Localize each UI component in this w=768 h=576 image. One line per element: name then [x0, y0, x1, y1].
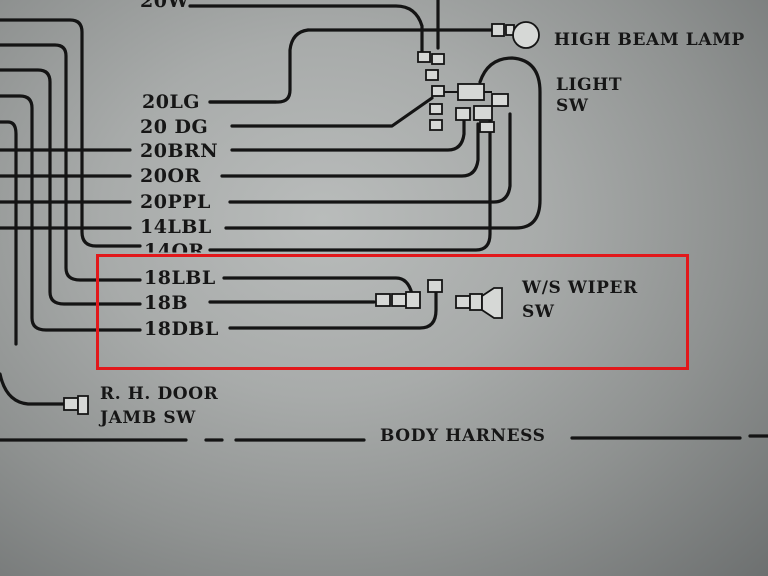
wire-label-18dbl: 18DBL	[144, 318, 219, 340]
wire-label-20w: 20W	[140, 0, 190, 12]
body-harness-line	[0, 434, 768, 442]
body-harness-label: BODY HARNESS	[380, 426, 546, 446]
wire-20or	[220, 122, 480, 178]
connector	[455, 107, 471, 121]
door-switch-icon	[77, 395, 89, 415]
wire-label-18b: 18B	[144, 292, 188, 314]
wire-20dg	[230, 96, 434, 128]
connector	[425, 69, 439, 81]
trunk-wire	[0, 43, 142, 282]
connector	[429, 103, 443, 115]
connector	[417, 51, 431, 63]
wire-18dbl	[228, 290, 438, 330]
trunk-wire	[0, 18, 142, 248]
wire-high-beam	[208, 28, 310, 104]
trunk-wire	[0, 120, 18, 346]
wire-label-20lg: 20LG	[142, 91, 201, 113]
lamp-icon	[512, 21, 540, 49]
wiper-switch-icon	[481, 287, 503, 319]
wire-label-20or: 20OR	[140, 165, 201, 187]
connector	[405, 291, 421, 309]
connector	[431, 85, 445, 97]
wire-label-20ppl: 20PPL	[140, 191, 211, 213]
wire-18lbl	[222, 276, 414, 296]
wire-label-20brn: 20BRN	[140, 140, 219, 162]
connector	[491, 23, 505, 37]
wire-20ppl	[228, 112, 512, 204]
connector	[429, 119, 443, 131]
connector	[427, 279, 443, 293]
wire-20brn	[230, 116, 466, 152]
connector	[63, 397, 79, 411]
wire-20w	[188, 4, 424, 62]
high-beam-lamp-label: HIGH BEAM LAMP	[554, 30, 745, 50]
connector	[431, 53, 445, 65]
light-switch-body	[457, 83, 485, 101]
light-switch-label-line1: LIGHT	[556, 75, 623, 95]
wire-label-20dg: 20 DG	[140, 116, 209, 138]
wire-label-14lbl: 14LBL	[140, 216, 212, 238]
wiper-switch-label-line2: SW	[522, 302, 555, 322]
wire-label-14or: 14OR	[144, 240, 205, 262]
highlight-box	[96, 254, 689, 370]
wiper-switch-label-line1: W/S WIPER	[522, 278, 638, 298]
trunk-wire	[0, 94, 142, 332]
connector	[479, 121, 495, 133]
connector	[473, 105, 493, 121]
connector	[375, 293, 391, 307]
door-switch-label-line1: R. H. DOOR	[100, 384, 219, 404]
trunk-wire	[0, 68, 142, 306]
wire-14lbl	[224, 56, 542, 230]
door-switch-label-line2: JAMB SW	[100, 408, 196, 428]
wire-door-jamb	[0, 372, 66, 406]
connector	[491, 93, 509, 107]
wire-label-18lbl: 18LBL	[144, 267, 216, 289]
light-switch-label-line2: SW	[556, 96, 589, 116]
wire-14or	[208, 118, 492, 252]
